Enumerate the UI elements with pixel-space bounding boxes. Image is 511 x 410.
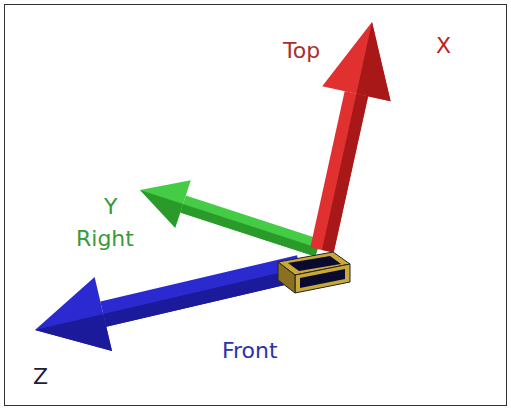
- z-axis-arrow: [35, 255, 303, 351]
- axis-letter-box: X: [436, 33, 451, 59]
- axis-letter-box: Y: [104, 194, 117, 220]
- axis-letter: Z: [33, 364, 48, 389]
- axis-name: Right: [76, 226, 134, 251]
- y-axis-arrow: [140, 180, 321, 256]
- frame: [5, 5, 507, 406]
- x-axis-arrow: [310, 22, 390, 253]
- axis-name-box: Top: [283, 38, 320, 64]
- axis-name: Front: [222, 338, 278, 363]
- beam-section: [278, 252, 350, 293]
- axis-name-box: Right: [76, 226, 134, 252]
- axis-name-box: Front: [222, 338, 278, 364]
- axis-letter-box: Z: [33, 364, 48, 390]
- axis-name: Top: [283, 38, 320, 63]
- axis-letter: Y: [104, 194, 117, 219]
- axis-letter: X: [436, 33, 451, 58]
